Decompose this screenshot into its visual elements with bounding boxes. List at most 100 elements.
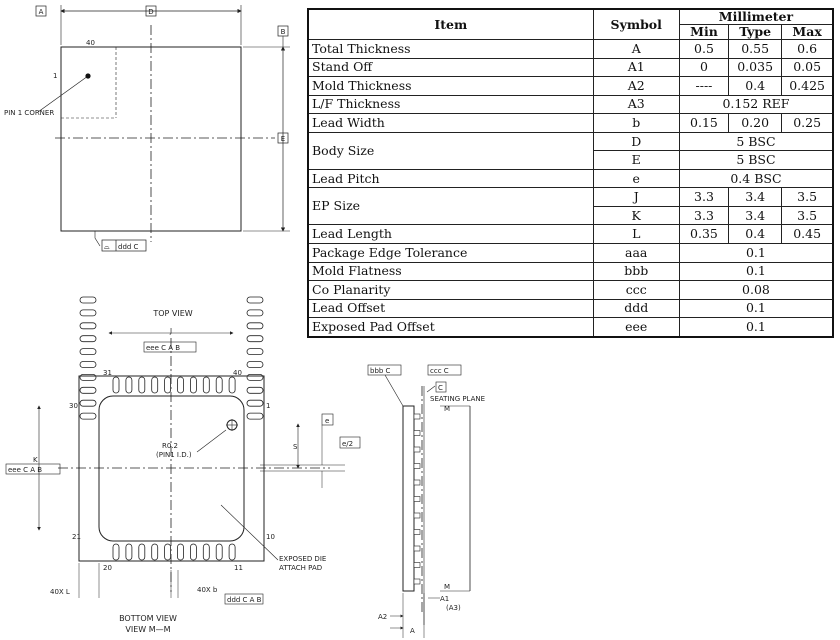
lead-pad-bottom [164,543,172,561]
lead-pad-left [79,335,97,343]
cell-max: 0.425 [781,76,834,96]
cell-symbol: D [592,131,680,152]
side-lead [413,413,421,420]
cell-symbol: A [592,39,680,59]
table-row: Lead Pitch e 0.4 BSC [307,168,834,189]
dimension-table: Item Symbol Millimeter Min Type Max Tota… [307,8,834,338]
label-top-view: TOP VIEW [152,309,192,318]
table-row: Stand Off A1 0 0.035 0.05 [307,57,834,78]
side-view [367,364,471,638]
label-pin-31: 31 [103,369,112,377]
dim-e-box [321,413,334,426]
cell-item: Body Size [307,131,594,170]
cell-value: 0.1 [678,298,834,319]
side-body [402,405,415,592]
lead-pad-right [246,348,264,356]
label-pin-40: 40 [86,39,95,47]
cell-max: 0.6 [781,39,834,59]
header-symbol: Symbol [592,8,680,40]
bottom-view-leads [79,296,264,561]
cell-type: 0.20 [728,113,783,133]
cell-type: 3.4 [728,205,783,226]
cell-type: 0.4 [728,76,783,96]
dim-d-box [145,5,157,17]
lead-pad-top [228,376,236,394]
lead-pad-right [246,373,264,381]
lead-pad-bottom [112,543,120,561]
fcf-bbb-text: bbb C [370,367,391,375]
side-view-leads [413,413,421,585]
cell-type: 0.4 [728,224,783,245]
label-dim-e: E [281,135,285,143]
cell-min: 3.3 [678,187,730,207]
lead-pad-left [79,322,97,330]
cell-max: 0.25 [781,113,834,133]
cell-item: Stand Off [307,57,594,78]
exposed-pad [98,395,245,542]
label-dim-j: J [169,327,172,335]
label-datum-b: B [281,28,286,36]
header-type: Type [728,24,783,40]
fcf-b-text: ddd C A B [227,596,262,604]
cell-symbol: eee [592,317,680,338]
cell-item: Lead Length [307,224,594,245]
lead-pad-bottom [177,543,184,561]
side-lead [413,578,421,585]
table-row: Body Size D 5 BSC [307,131,834,170]
table-row: Exposed Pad Offset eee 0.1 [307,317,834,338]
lead-pad-bottom [151,543,159,561]
label-dim-d: D [148,8,153,16]
fcf-b-box [224,593,264,605]
lead-pad-right [246,386,264,394]
fcf-symbol: ⌓ [104,243,110,251]
fcf-k-box [5,463,61,475]
side-lead [413,512,421,519]
label-dim-e-half: e/2 [342,440,353,448]
label-m-bottom: M [444,583,450,591]
dim-e-box [277,132,289,144]
label-view-mm: VIEW M—M [125,625,170,634]
cell-max: 0.45 [781,224,834,245]
lead-pad-right [246,296,264,304]
label-pin1-corner: PIN 1 CORNER [4,109,54,117]
lead-pad-bottom [228,543,236,561]
cell-value: 0.1 [678,317,834,338]
side-lead [413,562,421,568]
cell-max: 3.5 [781,187,834,207]
cell-item: Lead Pitch [307,168,594,189]
lead-pad-bottom [202,543,210,561]
side-lead [413,496,421,502]
table-row: Mold Flatness bbb 0.1 [307,261,834,282]
label-dim-k: K [33,456,38,464]
cell-symbol: A3 [592,94,680,115]
lead-pad-left [79,399,97,407]
cell-item: Exposed Pad Offset [307,317,594,338]
side-lead [413,446,421,453]
cell-min: 3.3 [678,205,730,226]
bbb-leader [384,374,404,407]
table-row: Lead Width b 0.15 0.20 0.25 [307,113,834,133]
cell-min: 0.5 [678,39,730,59]
cell-item: Total Thickness [307,39,594,59]
datum-a-box [35,5,47,17]
label-pin-10: 10 [266,533,275,541]
pin1-leader [37,75,89,113]
cell-item: L/F Thickness [307,94,594,115]
cell-symbol: b [592,113,680,133]
dim-e-half-box [339,436,361,449]
label-seating-plane: SEATING PLANE [430,395,485,403]
label-datum-a: A [39,8,44,16]
lead-pad-top [215,376,223,394]
lead-pad-bottom [189,543,197,561]
label-dim-s: S [293,443,298,451]
side-lead [413,545,421,552]
lead-pad-right [246,361,264,368]
label-pin-20: 20 [103,564,112,572]
header-item: Item [307,8,594,40]
label-pin-1: 1 [53,72,57,80]
lead-pad-left [79,386,97,394]
label-40x-b: 40X b [197,586,218,594]
cell-symbol: A2 [592,76,680,96]
fcf-ccc-text: ccc C [430,367,449,375]
fcf-bbb-box [367,364,402,376]
